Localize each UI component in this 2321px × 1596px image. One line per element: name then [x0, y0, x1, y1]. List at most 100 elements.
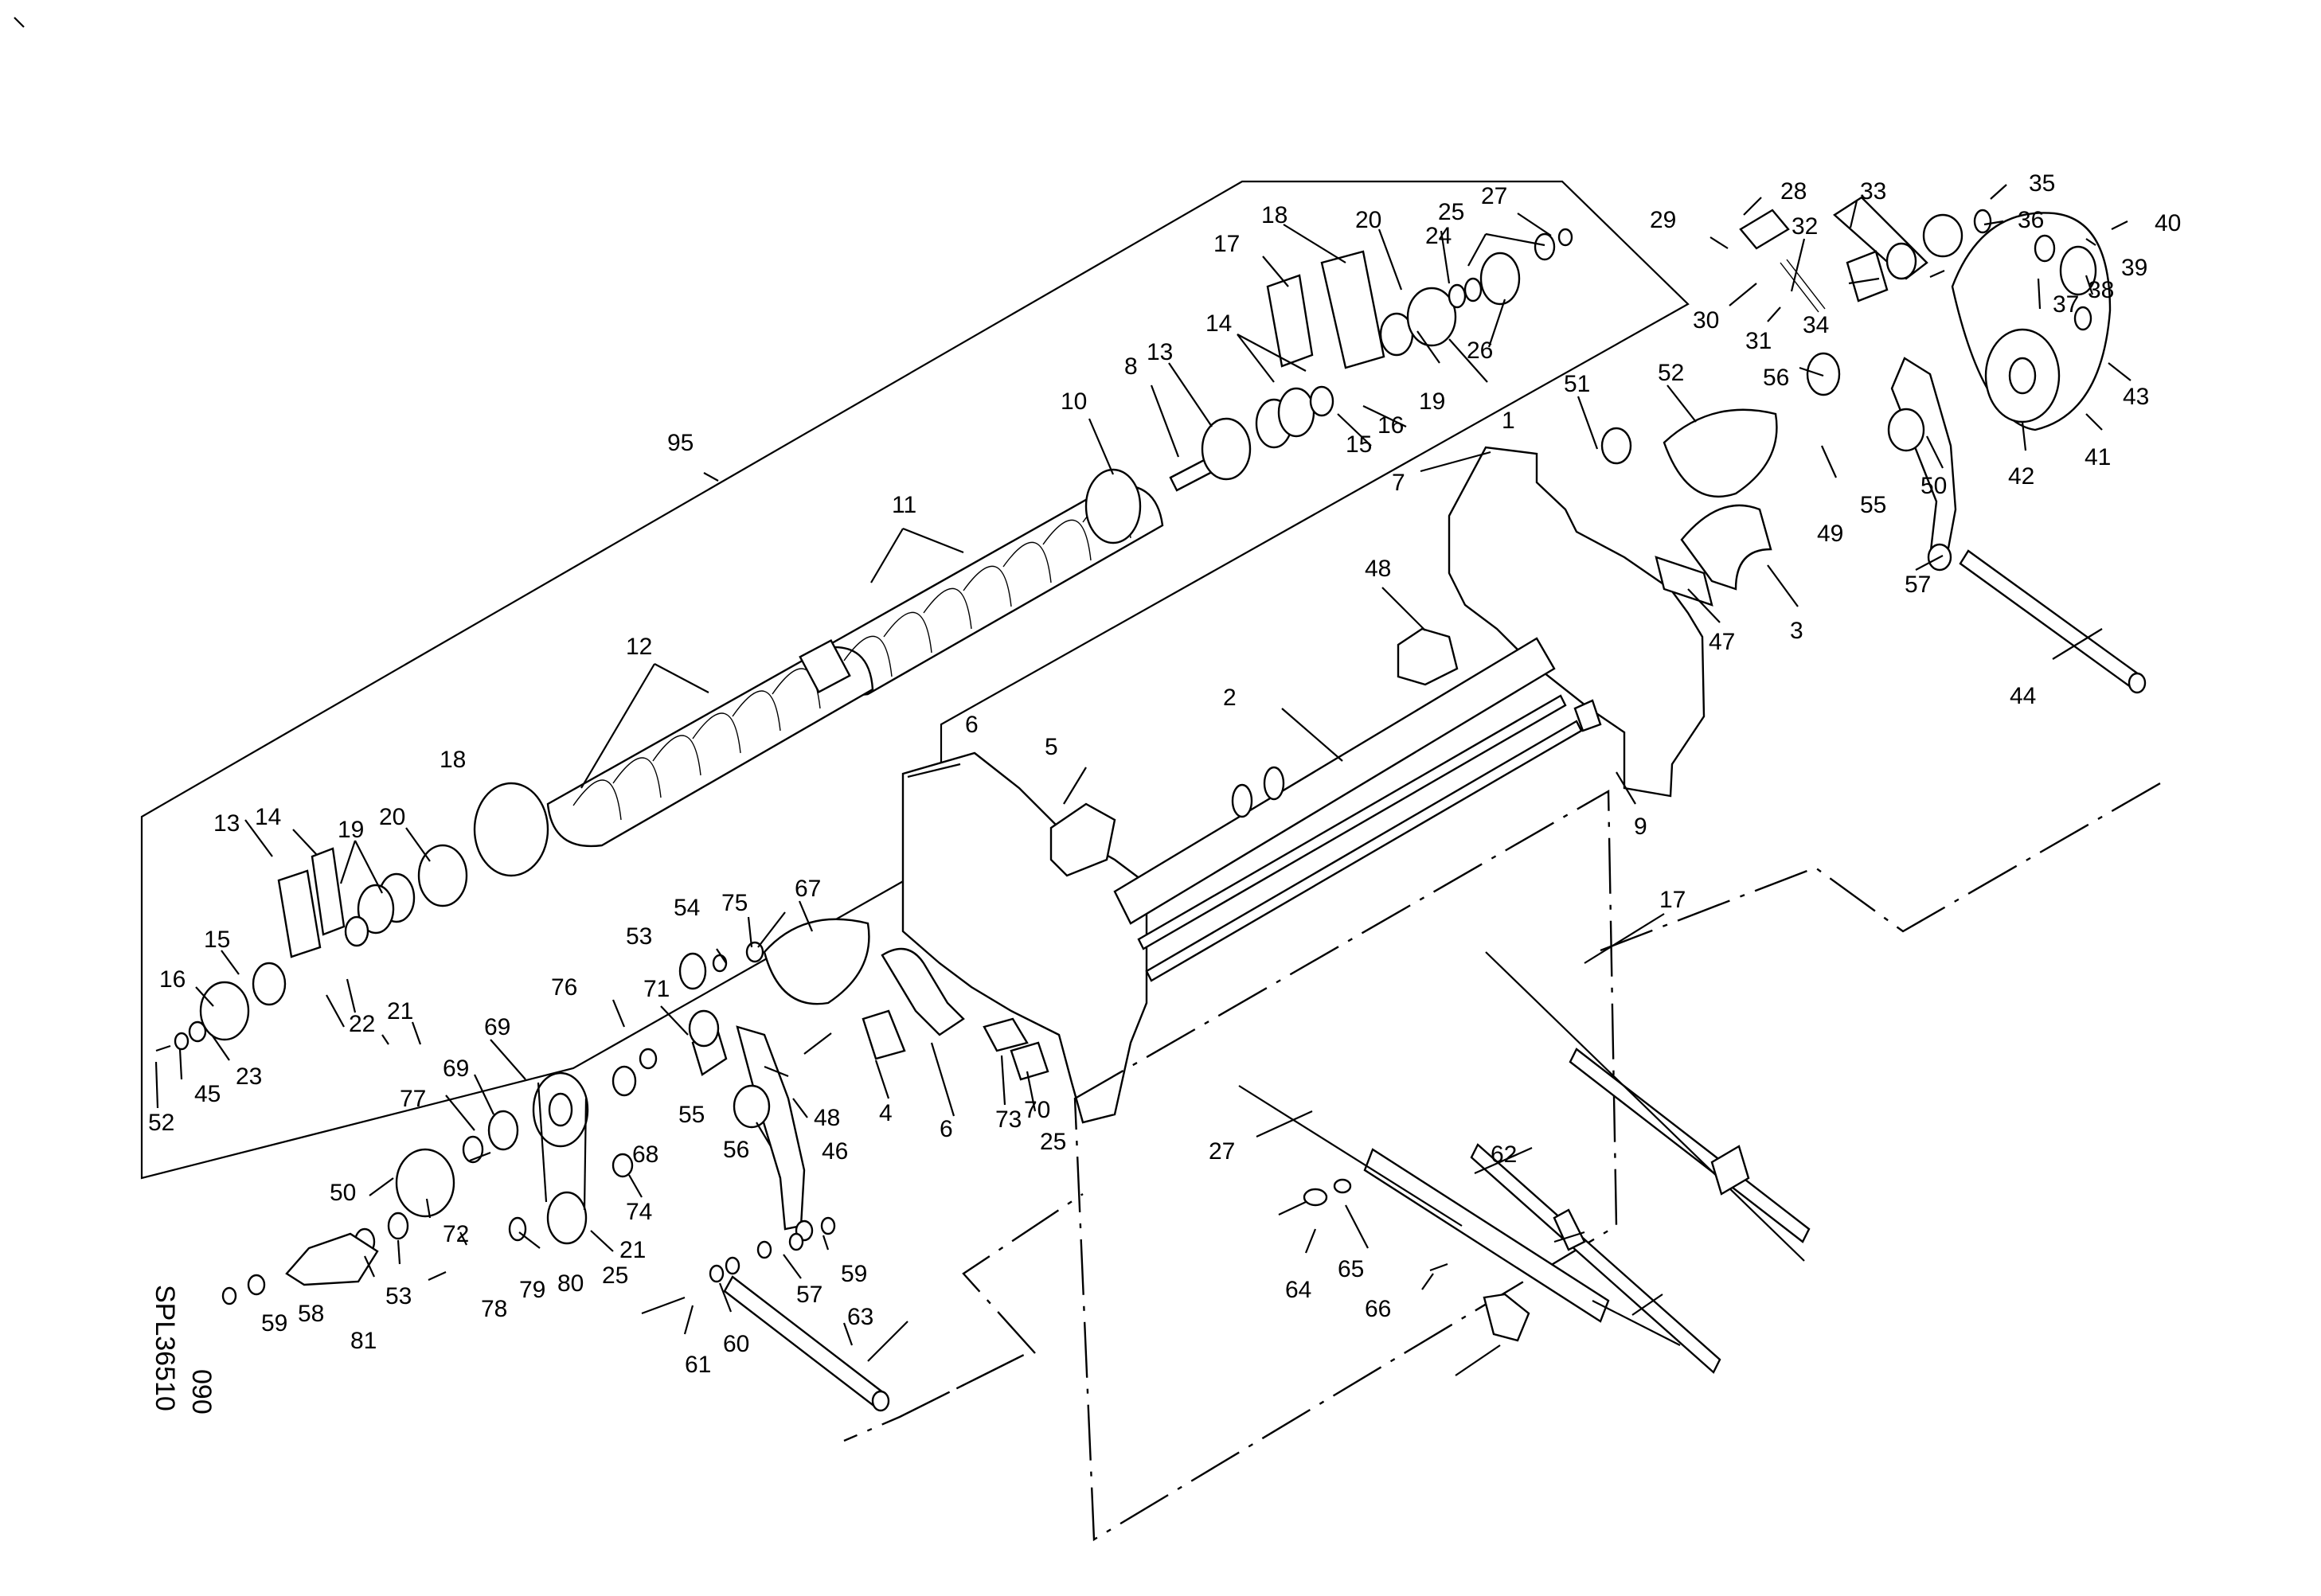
callout: 59 — [841, 1261, 867, 1287]
shaft-57-right — [1959, 549, 2143, 691]
callout: 32 — [1792, 213, 1818, 240]
callout: 9 — [1634, 814, 1647, 840]
callout: 16 — [1377, 412, 1404, 439]
callout: 61 — [685, 1352, 711, 1378]
rotor-spiral-drum-lower — [546, 646, 874, 848]
callout: 27 — [1481, 183, 1507, 209]
callout: 13 — [1147, 339, 1173, 365]
callout: 25 — [602, 1262, 628, 1289]
callout: 6 — [940, 1116, 953, 1142]
dashed-link-left — [962, 1193, 1084, 1354]
callout: 34 — [1803, 312, 1829, 338]
bearings-top — [1379, 228, 1573, 357]
callout: 57 — [796, 1282, 823, 1308]
callout: 79 — [519, 1277, 545, 1303]
rotor-end-cap-10 — [1084, 468, 1142, 544]
leader-lines — [154, 184, 2131, 1376]
callout: 33 — [1860, 178, 1886, 205]
callout: 25 — [1438, 199, 1464, 225]
right-tension-arm-49 — [1887, 357, 1957, 572]
callout: 50 — [330, 1180, 356, 1206]
callout: 28 — [1780, 178, 1807, 205]
callout: 44 — [2010, 683, 2036, 709]
callout: 24 — [1425, 223, 1452, 249]
callout: 48 — [814, 1105, 840, 1131]
callout: 23 — [236, 1063, 262, 1090]
callout: 60 — [723, 1331, 749, 1357]
callout: 8 — [1124, 353, 1138, 380]
callout: 12 — [626, 634, 652, 660]
callout: 57 — [1905, 572, 1931, 598]
callout: 76 — [551, 974, 577, 1001]
callout: 2 — [1223, 685, 1237, 711]
callout: 81 — [350, 1328, 377, 1354]
callout: 50 — [1920, 473, 1947, 499]
callout: 45 — [194, 1081, 221, 1107]
callout: 39 — [2121, 255, 2147, 281]
bottom-plate-5-outline — [1073, 789, 1618, 1542]
callout: 38 — [2088, 277, 2114, 303]
frame-side-plate-right — [1397, 446, 1706, 798]
callout: 54 — [674, 895, 700, 921]
callout: 49 — [1817, 521, 1843, 547]
bearings-left — [155, 962, 287, 1052]
callout: 3 — [1790, 618, 1803, 644]
callout: 58 — [298, 1301, 324, 1327]
callout: 19 — [1419, 388, 1445, 415]
callout: 80 — [557, 1270, 584, 1297]
left-drive-assembly — [678, 918, 870, 1242]
callout: 18 — [440, 747, 466, 773]
callout: 21 — [619, 1237, 646, 1263]
callout: 29 — [1650, 207, 1676, 233]
callout: 62 — [1491, 1141, 1517, 1168]
drawing-reference-code: SPL36510 — [150, 1285, 180, 1411]
callout-labels: 95 11 12 10 8 13 14 15 16 17 18 19 20 24… — [148, 170, 2181, 1378]
callout: 18 — [1261, 202, 1287, 228]
callout: 31 — [1745, 328, 1772, 354]
callout: 42 — [2008, 463, 2034, 490]
callout: 52 — [148, 1110, 174, 1136]
callout: 71 — [643, 976, 670, 1002]
middle-small-parts — [862, 699, 1602, 1081]
rotor-end-washers — [344, 385, 1334, 947]
callout: 73 — [995, 1106, 1022, 1133]
frame-side-plate-left — [901, 751, 1148, 1124]
callout: 14 — [255, 804, 281, 830]
callout: 6 — [965, 712, 979, 738]
callout: 68 — [632, 1141, 658, 1168]
callout: 95 — [667, 430, 694, 456]
drawing-reference-sheet: 090 — [186, 1369, 217, 1415]
callout: 15 — [1346, 431, 1372, 458]
callout: 72 — [443, 1221, 469, 1247]
callout: 22 — [349, 1011, 375, 1037]
callout: 27 — [1209, 1138, 1235, 1165]
callout: 43 — [2123, 384, 2149, 410]
washers-59 — [641, 1216, 836, 1315]
callout: 75 — [721, 890, 748, 916]
callout: 19 — [338, 817, 364, 843]
callout: 47 — [1709, 629, 1735, 655]
callout: 1 — [1502, 408, 1515, 434]
callout: 53 — [385, 1283, 412, 1309]
callout: 69 — [484, 1014, 510, 1040]
callout: 70 — [1024, 1097, 1050, 1123]
callout: 35 — [2029, 170, 2055, 197]
bearing-plates — [277, 250, 1385, 958]
corner-marker — [14, 17, 25, 28]
cross-bar-lower — [1145, 720, 1583, 982]
callout: 20 — [1355, 207, 1381, 233]
callout: 67 — [795, 876, 821, 902]
dashed-link-bottom — [843, 1352, 1028, 1442]
rotor-center-hub — [799, 638, 851, 694]
callout: 53 — [626, 923, 652, 950]
rotor-assembly — [473, 457, 1215, 877]
callout: 36 — [2018, 207, 2044, 233]
callout: 77 — [400, 1086, 426, 1112]
callout: 17 — [1213, 231, 1240, 257]
callout: 17 — [1659, 887, 1686, 913]
callout: 56 — [1763, 365, 1789, 391]
callout: 40 — [2155, 210, 2181, 236]
shaft-57-right-end — [2128, 672, 2147, 694]
